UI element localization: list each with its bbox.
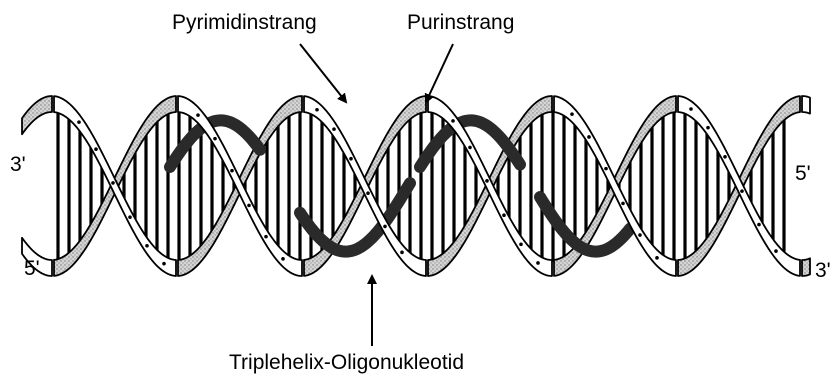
strand-b-front-segment	[802, 96, 810, 114]
backbone-dot	[145, 244, 149, 248]
backbone-dot	[383, 225, 387, 229]
pyrimidine-strand-arrow	[300, 44, 346, 102]
right-5-prime-label: 5'	[795, 163, 811, 184]
backbone-dot	[723, 155, 727, 159]
backbone-dot	[570, 112, 574, 116]
backbone-dot	[366, 191, 370, 195]
backbone-dot	[77, 120, 81, 124]
backbone-dot	[536, 261, 540, 265]
pyrimidine-strand-label: Pyrimidinstrang	[172, 12, 317, 33]
backbone-dot	[604, 167, 608, 171]
left-3-prime-label: 3'	[10, 154, 26, 175]
backbone-dot	[519, 243, 523, 247]
backbone-dot	[264, 235, 268, 239]
backbone-dot	[655, 256, 659, 260]
backbone-dot	[451, 119, 455, 123]
backbone-dot	[230, 169, 234, 173]
backbone-dot	[502, 213, 506, 217]
triplex-oligo-label: Triplehelix-Oligonukleotid	[229, 352, 464, 373]
purine-strand-label: Purinstrang	[407, 12, 514, 33]
backbone-dot	[94, 147, 98, 151]
backbone-strand-back	[22, 96, 810, 276]
backbone-dot	[128, 215, 132, 219]
backbone-dot	[587, 135, 591, 139]
backbone-dot	[774, 249, 778, 253]
backbone-dot	[638, 233, 642, 237]
backbone-dot	[485, 179, 489, 183]
backbone-dot	[621, 202, 625, 206]
backbone-dot	[706, 126, 710, 130]
backbone-dot	[281, 257, 285, 261]
backbone-dot	[349, 157, 353, 161]
strand-a-back-segment	[802, 258, 810, 276]
backbone-dot	[468, 146, 472, 150]
purine-strand-arrow	[426, 44, 453, 102]
backbone-dot	[740, 189, 744, 193]
backbone-dot	[111, 181, 115, 185]
backbone-dot	[400, 251, 404, 255]
strand-b-back-segment	[22, 96, 52, 134]
left-5-prime-label: 5'	[24, 258, 40, 279]
backbone-dot	[757, 223, 761, 227]
base-pair-rungs	[58, 110, 784, 262]
backbone-dot	[332, 127, 336, 131]
right-3-prime-label: 3'	[815, 260, 831, 281]
backbone-dot	[162, 262, 166, 266]
backbone-dot	[315, 108, 319, 112]
backbone-dot	[213, 137, 217, 141]
backbone-strand-front	[22, 96, 810, 276]
backbone-dot	[247, 204, 251, 208]
backbone-dot	[689, 107, 693, 111]
backbone-dot	[196, 113, 200, 117]
